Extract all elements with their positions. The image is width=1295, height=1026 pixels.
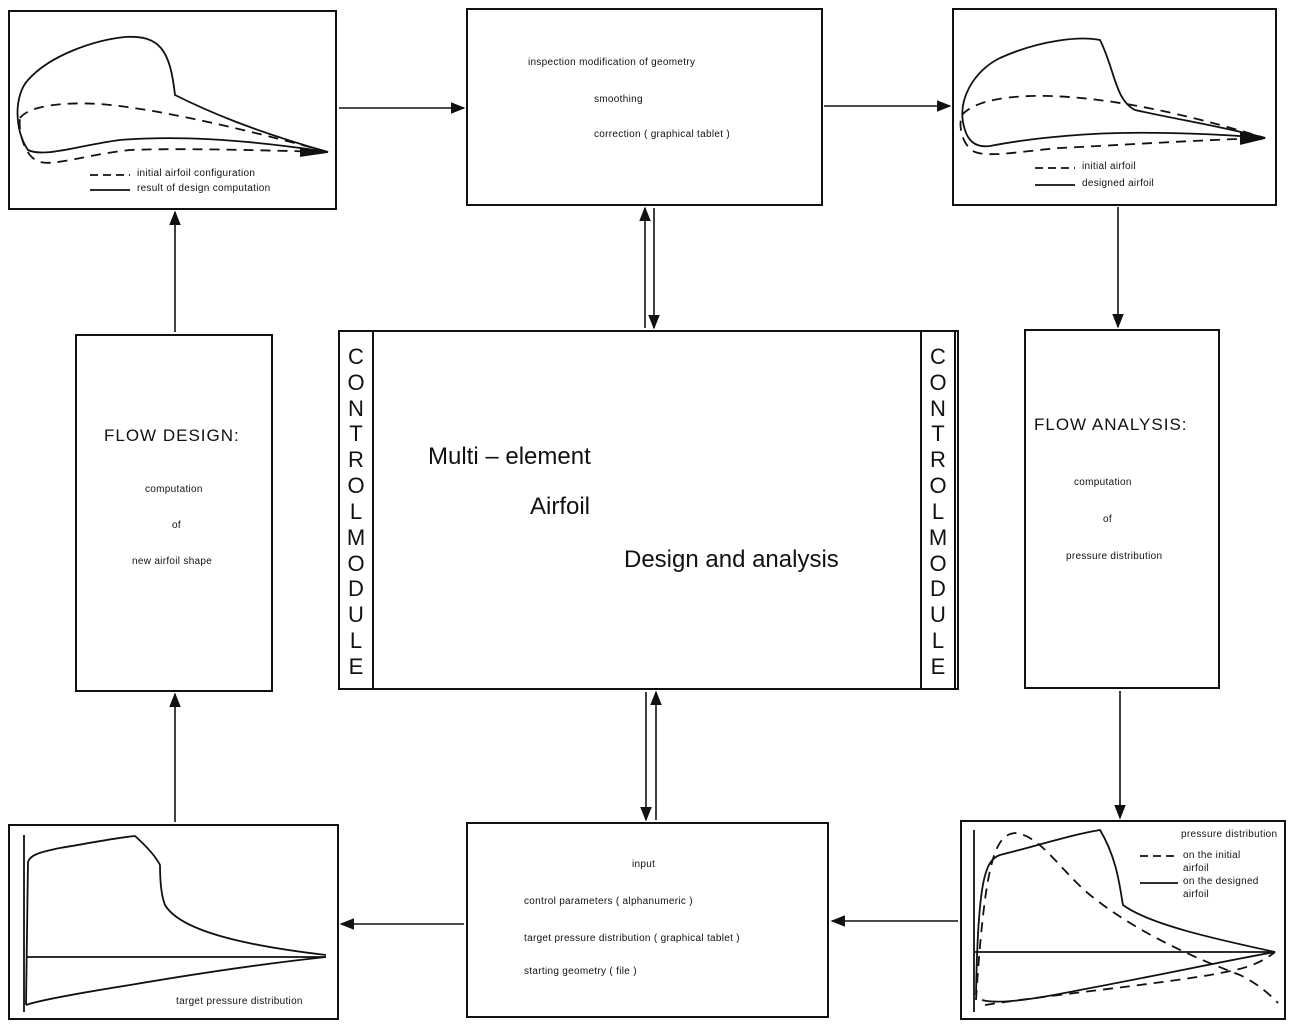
module-letter: U <box>930 602 946 628</box>
module-letter: O <box>929 550 947 576</box>
control-letter: R <box>348 447 364 473</box>
control-letter: L <box>931 498 945 524</box>
panel-initial-vs-result-airfoil <box>8 10 337 210</box>
flow-analysis-title: FLOW ANALYSIS: <box>1034 415 1188 434</box>
designed-pressure-curve <box>975 829 1276 1003</box>
control-letter: C <box>348 344 364 369</box>
smoothing-text: smoothing <box>594 94 643 105</box>
legend-on-initial-1: on the initial <box>1183 850 1241 861</box>
target-pressure-input-text: target pressure distribution ( graphical… <box>524 933 740 944</box>
control-letter: O <box>929 473 947 499</box>
control-letter: T <box>349 421 363 447</box>
flow-analysis-line2: of <box>1103 514 1112 525</box>
flow-analysis-line1: computation <box>1074 477 1132 488</box>
module-letter: M <box>928 524 948 550</box>
panel-initial-vs-designed-airfoil <box>952 8 1277 206</box>
module-letter: L <box>349 628 363 654</box>
initial-airfoil-curve <box>18 102 329 164</box>
target-pressure-plot <box>23 835 327 1012</box>
input-heading: input <box>632 859 656 870</box>
module-letter: E <box>348 653 364 679</box>
control-letter: N <box>930 395 946 421</box>
panel-target-pressure <box>8 824 339 1020</box>
box-control-center <box>338 330 959 690</box>
result-airfoil-curve <box>16 36 329 154</box>
control-letter: T <box>931 421 945 447</box>
top-left-airfoil-drawing <box>16 36 329 191</box>
control-letter: C <box>930 344 946 369</box>
pressure-distribution-title: pressure distribution <box>1181 829 1278 840</box>
legend-on-designed-2: airfoil <box>1183 889 1209 900</box>
control-letter: N <box>348 395 364 421</box>
initial-pressure-curve <box>975 832 1279 1004</box>
center-title-line2: Airfoil <box>530 493 591 520</box>
legend-on-initial-2: airfoil <box>1183 863 1209 874</box>
control-parameters-text: control parameters ( alphanumeric ) <box>524 896 693 907</box>
control-letter: O <box>347 369 365 395</box>
correction-text: correction ( graphical tablet ) <box>594 129 731 140</box>
module-letter: E <box>930 653 946 679</box>
flow-design-line1: computation <box>145 484 203 495</box>
flow-design-title: FLOW DESIGN: <box>104 426 240 445</box>
module-letter: D <box>930 576 946 602</box>
center-title-line1: Multi – element <box>428 443 591 470</box>
control-letter: O <box>347 473 365 499</box>
module-letter: M <box>346 524 366 550</box>
legend-on-designed-1: on the designed <box>1183 876 1259 887</box>
flow-design-line3: new airfoil shape <box>132 556 213 567</box>
flow-analysis-line3: pressure distribution <box>1066 551 1163 562</box>
box-flow-design <box>75 334 273 692</box>
top-right-airfoil-drawing <box>959 37 1266 186</box>
center-title-line3: Design and analysis <box>624 546 839 573</box>
starting-geometry-text: starting geometry ( file ) <box>524 966 637 977</box>
upper-target-curve <box>25 835 327 1006</box>
legend-designed-airfoil: designed airfoil <box>1082 178 1155 189</box>
initial-airfoil-curve <box>959 94 1266 156</box>
inspection-modification-text: inspection modification of geometry <box>528 57 696 68</box>
control-letter: O <box>929 369 947 395</box>
legend-initial-airfoil: initial airfoil <box>1082 161 1136 172</box>
control-module-left: C O N T R O L M O D U L E <box>338 330 374 690</box>
control-letter: L <box>349 498 363 524</box>
designed-airfoil-curve <box>961 37 1266 148</box>
legend-result-of-design: result of design computation <box>137 183 271 194</box>
module-letter: L <box>931 628 945 654</box>
box-flow-analysis <box>1024 329 1220 689</box>
pressure-distribution-plot <box>973 829 1279 1012</box>
lower-target-curve <box>25 956 327 1006</box>
module-letter: O <box>347 550 365 576</box>
control-module-right: C O N T R O L M O D U L E <box>920 330 956 690</box>
panel-input <box>466 822 829 1018</box>
flow-design-line2: of <box>172 520 181 531</box>
target-pressure-caption: target pressure distribution <box>176 996 303 1007</box>
flow-arrows <box>169 100 1126 930</box>
panel-geometry-inspection <box>466 8 823 206</box>
legend-initial-airfoil-configuration: initial airfoil configuration <box>137 168 256 179</box>
module-letter: U <box>348 602 364 628</box>
control-letter: R <box>930 447 946 473</box>
module-letter: D <box>348 576 364 602</box>
